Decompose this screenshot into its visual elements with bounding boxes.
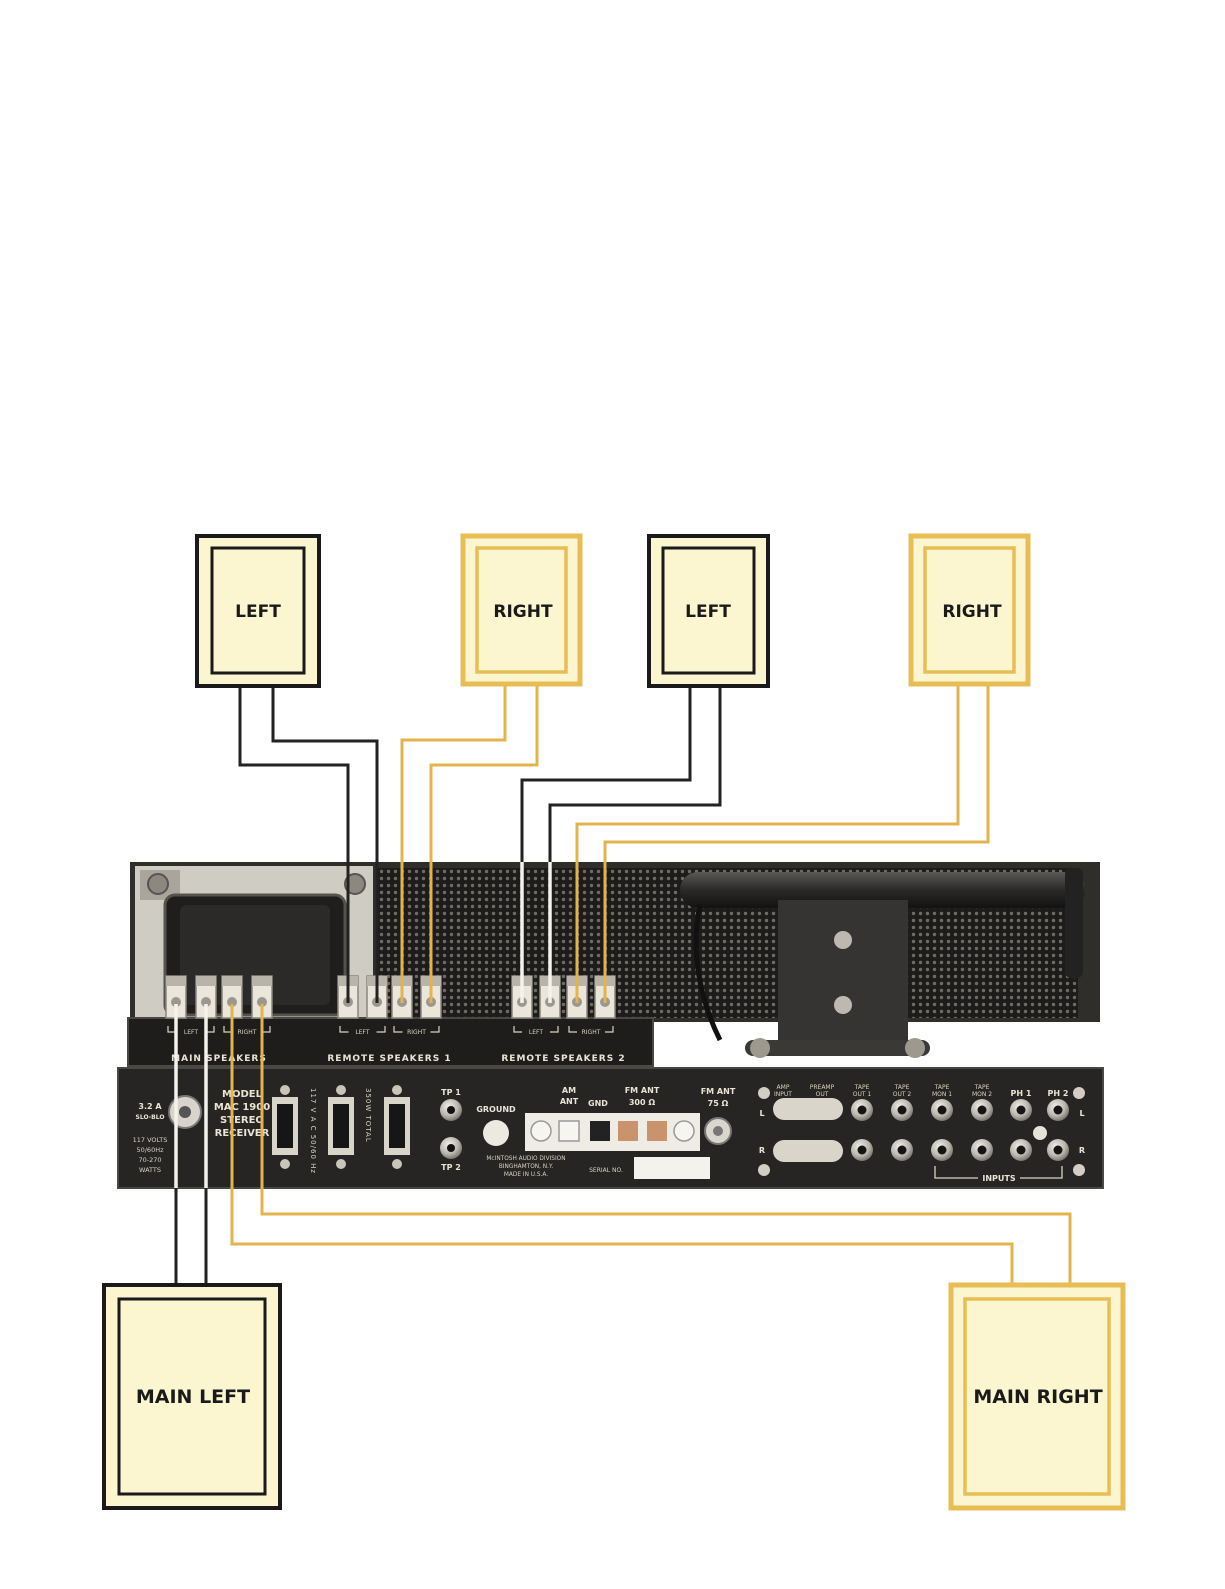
rca-jack[interactable] [891,1099,913,1121]
fuse-rating: 3.2 A [138,1102,162,1111]
tape-mon-2-label-2: MON 2 [972,1091,992,1098]
terminal-group-main-label: MAIN SPEAKERS [171,1054,267,1064]
rca-jack[interactable] [1010,1099,1032,1121]
tape-mon-1-label: TAPE [934,1084,950,1091]
speaker-label: LEFT [235,602,281,622]
preamp-jumper[interactable] [773,1140,843,1162]
tape-out-2-label-2: OUT 2 [893,1091,912,1098]
power-watts-label: WATTS [139,1166,161,1174]
fm-300-terminal[interactable] [647,1121,667,1141]
bracket-label-main-left: LEFT [184,1029,198,1036]
am-ant-label-2: ANT [560,1097,579,1106]
fm-ant-300-label: FM ANT [625,1086,660,1095]
speaker-main-right[interactable]: MAIN RIGHT [951,1285,1123,1508]
right-channel-label: R [759,1146,765,1155]
rca-jack[interactable] [931,1139,953,1161]
gnd-label: GND [588,1099,608,1108]
ac-outlet-total: 350W TOTAL [364,1088,372,1143]
model-type: STEREO [220,1115,264,1126]
speaker-remote2-right[interactable]: RIGHT [911,536,1028,684]
serial-label: SERIAL NO. [589,1167,623,1174]
rca-jack[interactable] [891,1139,913,1161]
bracket-label-remote2-right: RIGHT [582,1029,601,1036]
amp-input-label-2: INPUT [774,1091,792,1098]
terminal-cap [252,976,272,986]
fm-ant-300-value: 300 Ω [629,1098,655,1107]
tape-out-1-label-2: OUT 1 [853,1091,872,1098]
ph2-label: PH 2 [1048,1089,1069,1098]
preamp-out-label: PREAMP [810,1084,835,1091]
preamp-out-label-2: OUT [816,1091,829,1098]
wire-remote2-left-a [522,686,690,862]
tp1-label: TP 1 [441,1088,461,1097]
screw-icon [148,874,168,894]
gnd-terminal[interactable] [590,1121,610,1141]
speaker-label: LEFT [685,602,731,622]
left-channel-label-2: L [1079,1109,1084,1118]
rca-jack[interactable] [971,1099,993,1121]
bracket-label-remote1-right: RIGHT [407,1029,426,1036]
terminal-cap [196,976,216,986]
bracket-label-main-right: RIGHT [238,1029,257,1036]
terminal-cap [166,976,186,986]
ground-terminal[interactable] [483,1120,509,1146]
speaker-label: RIGHT [493,602,553,622]
rca-jack[interactable] [851,1099,873,1121]
rca-jack[interactable] [1047,1099,1069,1121]
tp2-label: TP 2 [441,1163,461,1172]
handle-bracket [778,900,908,1040]
tape-out-2-label: TAPE [894,1084,910,1091]
inputs-label: INPUTS [982,1174,1015,1183]
speaker-label: MAIN LEFT [136,1386,250,1408]
speaker-remote1-right[interactable]: RIGHT [463,536,580,684]
power-wattage: 70-270 [138,1156,161,1164]
serial-plate [634,1157,710,1179]
screw-icon [834,996,852,1014]
maker-name: McINTOSH AUDIO DIVISION [486,1156,565,1162]
fm-300-terminal[interactable] [618,1121,638,1141]
rca-jack[interactable] [1010,1139,1032,1161]
ac-outlet-rating: 117 V A C 50/60 Hz [309,1088,317,1174]
speaker-remote2-left[interactable]: LEFT [649,536,768,686]
power-voltage: 117 VOLTS [133,1136,168,1144]
fm-ant-75-label: FM ANT [701,1087,736,1096]
speaker-label: MAIN RIGHT [973,1386,1102,1408]
rca-jack[interactable] [971,1139,993,1161]
speaker-remote1-left[interactable]: LEFT [197,536,319,686]
model-label: MODEL [222,1089,263,1100]
tape-mon-2-label: TAPE [974,1084,990,1091]
bracket-label-remote2-left: LEFT [529,1029,543,1036]
maker-origin: MADE IN U.S.A. [504,1172,548,1178]
screw-icon [834,931,852,949]
rca-jack[interactable] [1047,1139,1069,1161]
rca-jack[interactable] [931,1099,953,1121]
speaker-main-left[interactable]: MAIN LEFT [104,1285,280,1508]
terminal-cap [222,976,242,986]
fuse-type: SLO-BLO [136,1114,165,1121]
terminal-group-remote1-label: REMOTE SPEAKERS 1 [327,1054,451,1064]
power-frequency: 50/60Hz [136,1146,164,1154]
am-ant-label: AM [562,1086,576,1095]
terminal-group-remote2-label: REMOTE SPEAKERS 2 [501,1054,625,1064]
ground-label: GROUND [476,1105,516,1114]
tape-mon-1-label-2: MON 1 [932,1091,952,1098]
speaker-label: RIGHT [942,602,1002,622]
right-channel-label-2: R [1079,1146,1085,1155]
rca-jack[interactable] [851,1139,873,1161]
preamp-jumper[interactable] [773,1098,843,1120]
ph1-label: PH 1 [1011,1089,1032,1098]
maker-city: BINGHAMTON, N.Y. [499,1164,554,1170]
tape-out-1-label: TAPE [854,1084,870,1091]
bracket-label-remote1-left: LEFT [355,1029,369,1036]
am-antenna-terminal[interactable] [531,1121,551,1141]
fm-ant-75-value: 75 Ω [708,1099,729,1108]
amp-input-label: AMP [777,1084,790,1091]
left-channel-label: L [759,1109,764,1118]
